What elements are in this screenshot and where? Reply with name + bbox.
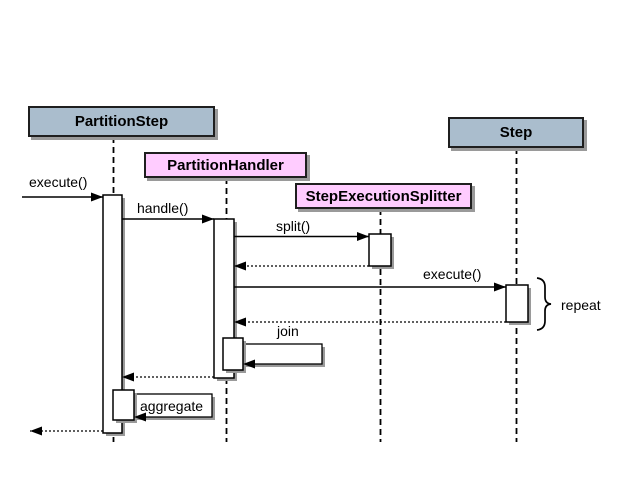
participant-partitionstep: PartitionStep [28, 106, 215, 137]
self-arrowhead-join [243, 359, 255, 369]
activation-join [222, 337, 244, 371]
message-label-split: split() [276, 218, 311, 234]
message-label-execute1: execute() [29, 174, 88, 190]
participant-partitionhandler: PartitionHandler [144, 152, 307, 178]
participant-stepexecutionsplitter: StepExecutionSplitter [295, 183, 472, 209]
participant-step: Step [448, 117, 584, 148]
self-arrowhead-aggregate [134, 412, 146, 422]
activation-step [505, 284, 529, 323]
message-label-handle: handle() [137, 200, 189, 216]
annotation-repeat: repeat [561, 297, 601, 313]
participant-label: PartitionStep [74, 113, 169, 130]
message-label-aggregate: aggregate [140, 398, 204, 414]
repeat-brace [536, 277, 552, 331]
message-label-join: join [277, 323, 299, 339]
participant-label: Step [499, 124, 533, 141]
participant-label: StepExecutionSplitter [305, 187, 462, 205]
participant-label: PartitionHandler [167, 156, 284, 174]
activation-aggregate [112, 389, 135, 421]
activation-stepexecutionsplitter [368, 233, 392, 267]
message-label-execute2: execute() [423, 266, 482, 282]
activation-partitionstep [102, 194, 123, 434]
